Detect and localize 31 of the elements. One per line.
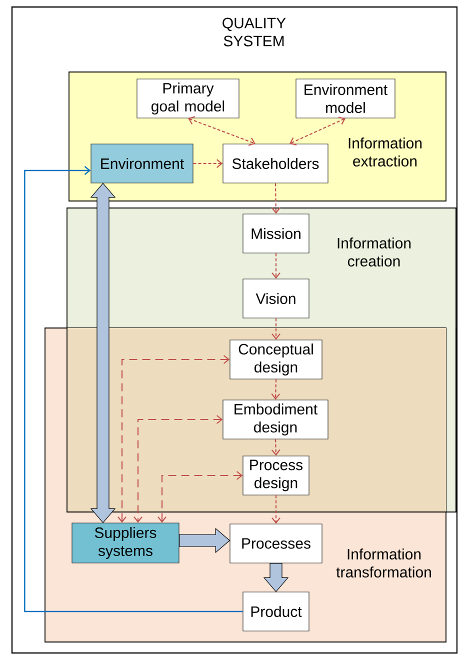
band-label: Information extraction [348, 138, 422, 166]
arrow [290, 116, 346, 146]
block-arrow [179, 528, 230, 554]
process-box: Primary goal model [136, 78, 240, 118]
process-box: Environment [90, 144, 194, 184]
arrow [118, 355, 230, 523]
arrow [271, 439, 280, 456]
process-box: Conceptual design [230, 340, 322, 380]
process-box: Product [242, 592, 310, 632]
process-box: Stakeholders [222, 144, 328, 184]
arrow [272, 318, 280, 340]
process-box: Process design [242, 456, 310, 496]
arrow [134, 415, 223, 523]
process-box: Environment model [296, 78, 396, 118]
arrow [271, 379, 280, 400]
arrow [193, 159, 223, 168]
arrow [272, 253, 280, 279]
process-box: Vision [242, 278, 310, 318]
block-arrow [263, 563, 289, 592]
arrow [158, 471, 243, 523]
band-label: Information creation [338, 238, 411, 266]
process-box: Embodiment design [222, 400, 328, 440]
arrow [188, 116, 256, 146]
arrow [271, 183, 280, 214]
process-box: Processes [230, 524, 322, 564]
arrow [24, 166, 243, 612]
heading: QUALITY SYSTEM [222, 18, 286, 46]
process-box: Suppliers systems [72, 522, 180, 564]
band-label: Information transformation [336, 548, 431, 578]
process-box: Mission [242, 214, 310, 254]
arrow [272, 495, 280, 524]
